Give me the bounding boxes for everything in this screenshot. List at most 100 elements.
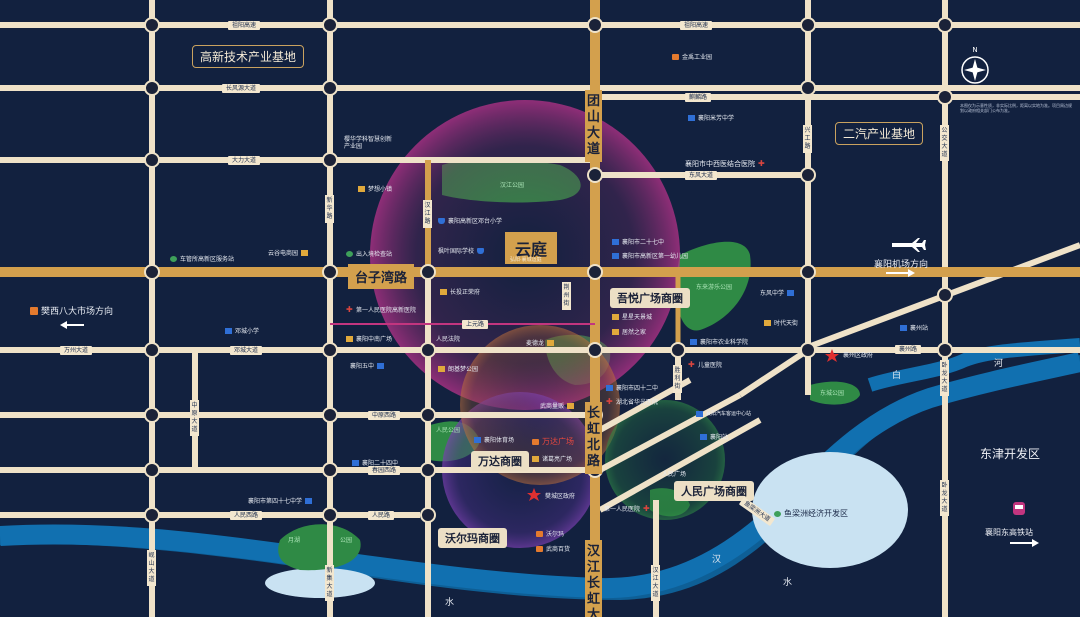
zone-erqi: 二汽产业基地 [835, 122, 924, 145]
poi-langji[interactable]: 朗基梦公园 [438, 364, 478, 373]
poi-wushang-baihuo[interactable]: 武商百货 [536, 544, 570, 553]
poi-shidai[interactable]: 时代天街 [764, 318, 798, 327]
road-label-hanjiang: 汉江长虹大桥 [585, 540, 602, 617]
poi-youeryuan[interactable]: 襄阳市高新区第一幼儿园 [612, 251, 688, 260]
train-icon [900, 324, 907, 331]
bag-icon [536, 530, 543, 537]
poi-yinghua[interactable]: 樱华学科智慧创新产业园 [344, 136, 393, 150]
road-tag-renmin2: 人民路 [368, 511, 395, 520]
park-dongjing: 东来游乐公园 [696, 284, 733, 291]
road-tag-shangyuan: 上元路 [462, 320, 489, 329]
arrow-head-fanxi [60, 321, 67, 329]
poi-42zhong[interactable]: 襄阳市四十二中 [606, 383, 658, 392]
poi-fengye[interactable]: 枫叶国际学校 [438, 246, 485, 255]
ring-orange [460, 325, 620, 485]
circle-walmart: 沃尔玛商圈 [438, 528, 507, 548]
poi-mifang[interactable]: 襄阳米芳中学 [688, 113, 734, 122]
poi-juran[interactable]: 居然之家 [612, 327, 646, 336]
tree-icon [170, 255, 177, 262]
circle-wanda: 万达商圈 [471, 451, 529, 471]
road-tag-wanzhou: 万州大道 [60, 346, 93, 355]
poi-zhongxiyi[interactable]: 襄阳市中西医结合医院✚ [685, 159, 765, 169]
school-icon [377, 362, 385, 369]
poi-zhongnan[interactable]: 襄阳中南广场 [346, 334, 392, 343]
road-tag-dengcheng: 邓城大道 [230, 346, 263, 355]
park-yuehu2: 公园 [340, 537, 353, 544]
bag-icon [532, 438, 539, 445]
poi-27zhong[interactable]: 襄阳市二十七中 [612, 237, 664, 246]
road-tag-xinji: 新集大道 [325, 565, 334, 601]
poi-ertong[interactable]: ✚儿童医院 [688, 359, 723, 369]
poi-dengcheng[interactable]: 邓城小学 [225, 326, 259, 335]
poi-churujing[interactable]: 出入境检查站 [346, 249, 392, 258]
poi-wanda[interactable]: 万达广场 [532, 436, 574, 447]
poi-xiangzhou-gov[interactable]: 襄州区政府 [843, 352, 874, 359]
disclaimer-note: 本图仅为示意性质，非实际比例，距离以实地为准。项目周边规划以政府相关部门公布为准… [960, 103, 1072, 113]
road-tag-zuyang: 祖阳高速 [228, 21, 261, 30]
svg-text:N: N [972, 46, 977, 54]
zone-yuliang: 鱼梁洲经济开发区 [774, 508, 848, 519]
park-yuehu: 月湖 [288, 537, 301, 544]
poi-tiyu[interactable]: 襄阳体育场 [474, 435, 514, 444]
road-tag-hanjiang-dadao: 汉江大道 [651, 565, 660, 601]
poi-renmin-gaoxin[interactable]: ✚第一人民医院高新医院 [346, 304, 417, 314]
arrow-fanxi [66, 324, 84, 326]
park-renmin: 人民公园 [436, 427, 461, 434]
building-icon [301, 249, 309, 256]
poi-zhuge[interactable]: 诸葛亮广场 [532, 454, 572, 463]
zone-dongjin: 东津开发区 [980, 447, 1041, 461]
hospital-icon: ✚ [606, 396, 613, 406]
poi-wushang[interactable]: 武商量贩 [540, 401, 575, 410]
water-baihe1: 白 [892, 371, 902, 381]
poi-renmin-square[interactable]: 人民广场 [662, 471, 687, 478]
road-label-changhong: 长虹北路 [585, 402, 602, 474]
poi-keyun[interactable]: 襄阳汽车客运中心站 [696, 410, 751, 417]
poi-fancheng-gov[interactable]: 樊城区政府 [545, 493, 576, 500]
poi-cheguan[interactable]: 车管所高新区服务站 [170, 254, 234, 263]
arrow-head-east-station [1032, 539, 1039, 547]
poi-nongke[interactable]: 襄阳市农业科学院 [690, 337, 748, 346]
road-tag-chunyuan: 春园西路 [368, 466, 401, 475]
poi-xingxing[interactable]: 星星天景城 [612, 312, 652, 321]
poi-dongfeng-zhongxue[interactable]: 东风中学 [760, 288, 795, 297]
poi-yungu[interactable]: 云谷电商园 [268, 248, 309, 257]
poi-fayuan[interactable]: 人民法院 [436, 336, 461, 343]
compass-icon: N [961, 46, 989, 84]
school-icon [438, 217, 445, 224]
road-tag-xianshan: 岘山大道 [147, 550, 156, 586]
green-dongcheng [810, 381, 860, 405]
road-tag-gongjiao: 公交大道 [940, 125, 949, 161]
poi-xiangzhou-station[interactable]: 襄州站 [900, 323, 928, 332]
road-tag-dongfeng: 东风大道 [685, 171, 718, 180]
green-east-park [676, 241, 751, 331]
school-icon [688, 114, 695, 121]
poi-changtou[interactable]: 长投正荣府 [440, 287, 480, 296]
poi-xiangyang-station[interactable]: 襄阳站 [700, 432, 728, 441]
school-icon [612, 238, 619, 245]
arrow-east-station [1010, 542, 1032, 544]
water-shui2: 水 [445, 598, 455, 608]
road-tag-qiling: 麒麟路 [685, 93, 712, 102]
poi-huaguang[interactable]: ✚湖北省华光医院 [606, 396, 659, 406]
poi-5zhong[interactable]: 襄阳五中 [350, 361, 385, 370]
poi-47zhong[interactable]: 襄阳市第四十七中学 [248, 496, 313, 505]
poi-jinyu[interactable]: 金禹工业园 [672, 52, 712, 61]
river-water-main [0, 352, 1080, 599]
poi-renmin-hospital[interactable]: 第一人民医院✚ [604, 503, 650, 513]
project-logo[interactable]: 云庭 [505, 232, 558, 264]
poi-dengtai[interactable]: 襄阳高新区邓台小学 [438, 216, 502, 225]
poi-mengxiang[interactable]: 梦想小镇 [358, 184, 392, 193]
poi-24zhong[interactable]: 襄阳二十四中 [352, 458, 398, 467]
poi-walmart[interactable]: 沃尔玛 [536, 529, 564, 538]
hospital-icon: ✚ [643, 503, 650, 513]
school-icon [474, 436, 481, 443]
direction-fanxi: 樊西八大市场方向 [30, 304, 113, 317]
school-icon [225, 327, 232, 334]
road-tag-zuyang2: 祖阳高速 [680, 21, 713, 30]
poi-metro[interactable]: 麦德龙 [526, 338, 555, 347]
yuehu-lake [265, 568, 375, 598]
project-sub: 弘阳·襄城运庭 [510, 257, 542, 263]
park-dongcheng: 东城公园 [820, 390, 845, 397]
road-label-taizi: 台子湾路 [348, 264, 415, 289]
